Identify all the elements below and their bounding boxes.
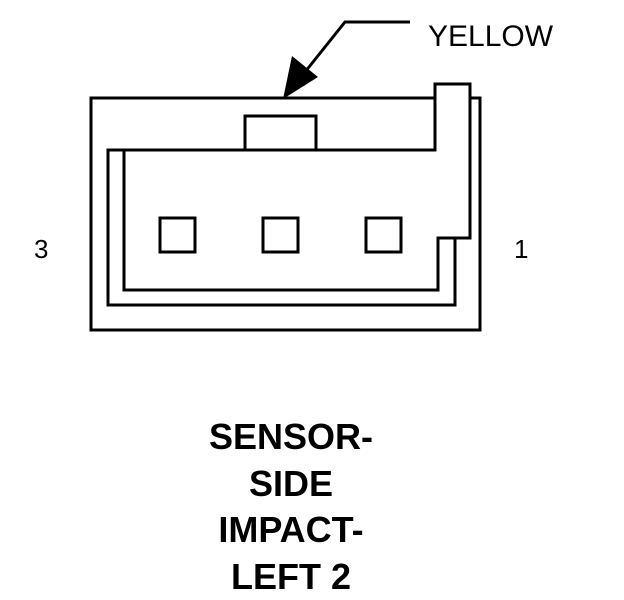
callout-arrow-icon — [283, 56, 318, 99]
pin-cavity-3 — [158, 216, 197, 254]
connector-inner-outline-outer — [106, 82, 472, 307]
locking-tab — [243, 114, 318, 152]
pin-label-right: 1 — [514, 234, 528, 264]
title-line-4: LEFT 2 — [231, 556, 351, 597]
title-line-2: SIDE — [249, 463, 333, 504]
callout-leader-line — [303, 20, 410, 73]
pin-label-left: 3 — [34, 234, 48, 264]
connector-outer-housing — [89, 82, 482, 332]
title-line-3: IMPACT- — [218, 509, 363, 550]
title-line-1: SENSOR- — [209, 416, 373, 457]
connector-inner-outline-inner — [122, 150, 455, 292]
wire-color-label: YELLOW — [428, 20, 554, 53]
pin-cavity-1 — [364, 216, 403, 254]
pin-cavity-2 — [261, 216, 300, 254]
